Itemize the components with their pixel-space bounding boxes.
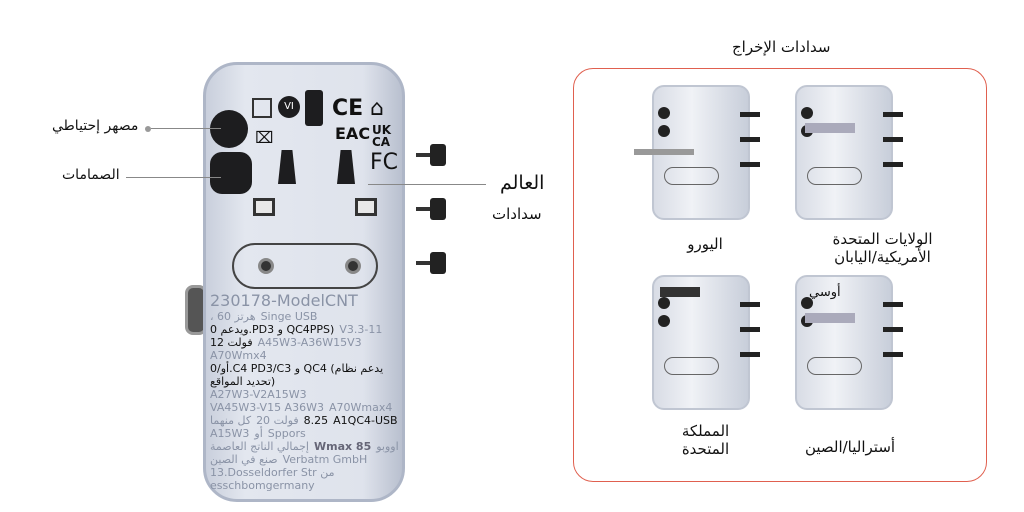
panel-title: سدادات الإخراج (732, 38, 831, 56)
socket-pin-right (345, 258, 361, 274)
slot-left (253, 198, 275, 216)
label-line: A27W3-V2A15W3 (210, 388, 307, 401)
plug-au-china-image: أوسي (795, 275, 903, 410)
fuse-holder (210, 152, 252, 194)
callout-line (368, 184, 486, 185)
label-line: كل منهما (210, 414, 252, 427)
label-line: A1QC4-USB (333, 414, 398, 427)
bin-icon: ⌧ (255, 128, 274, 147)
label-line: 230178-ModelCNT (210, 291, 358, 310)
label-line: Sppors (267, 427, 306, 440)
label-line: 20 فولت (256, 414, 299, 427)
switch (305, 90, 323, 126)
callout-backup-fuse: مصهر إحتياطي (52, 118, 139, 134)
prong-stem (416, 261, 430, 265)
socket-pin-left (258, 258, 274, 274)
label-line: إجمالي الناتج العاصمة (210, 440, 309, 453)
label-line: ، 60 هرتز (210, 310, 256, 323)
label-line: 12 فولت (210, 336, 253, 349)
label-line: Singe USB (260, 310, 318, 323)
label-line: اووبو (376, 440, 399, 453)
callout-line (126, 177, 221, 178)
plug-us-japan-image (795, 85, 903, 220)
label-line: أو (254, 427, 263, 440)
plug-uk-image (652, 275, 760, 410)
label-line: esschbomgermany (210, 479, 315, 492)
callout-fuses: الصمامات (62, 167, 120, 183)
side-prong (430, 144, 446, 166)
plug-uk-label: المملكة المتحدة (681, 422, 730, 458)
eac-mark: EAC (335, 124, 371, 143)
ce-mark: CE (332, 96, 364, 121)
label-line: A70Wmx4 (210, 349, 267, 362)
plug-us-japan-label: الولايات المتحدة الأمريكية/اليابان (832, 230, 933, 266)
home-icon: ⌂ (370, 96, 384, 121)
label-line: A45W3-A36W15V3 (257, 336, 362, 349)
label-line: Wmax 85 (313, 440, 372, 453)
callout-line (151, 128, 221, 129)
shutter-right (337, 150, 355, 184)
callout-world: العالم (500, 172, 545, 194)
label-line: صنع في الصين (210, 453, 278, 466)
fc-mark: FC (370, 150, 399, 175)
label-line: 8.25 (303, 414, 329, 427)
shutter-left (278, 150, 296, 184)
plug-euro-label: اليورو (687, 235, 723, 253)
label-line: V3.3-11 (339, 323, 383, 336)
callout-dot (145, 126, 151, 132)
side-prong (430, 198, 446, 220)
vi-mark: VI (278, 96, 300, 118)
plug-au-overlay: أوسي (809, 285, 841, 300)
ukca-mark: UK CA (372, 123, 392, 149)
label-line: ويدعم 0.PD3 و QC4PPS) (210, 323, 335, 336)
label-line: 13.Dosseldorfer Str من (210, 466, 335, 479)
output-plugs-panel (573, 68, 987, 482)
box-icon (252, 98, 272, 118)
plug-au-china-label: أستراليا/الصين (804, 438, 896, 456)
label-line: Verbatm GmbH (282, 453, 368, 466)
rating-label: 230178-ModelCNT ، 60 هرتز Singe USB ويدع… (210, 291, 400, 493)
label-line: A15W3 (210, 427, 250, 440)
label-line: أو/0.C4 PD3/C3 و QC4 (يدعم نظام تحديد ال… (210, 362, 384, 388)
slot-right (355, 198, 377, 216)
plug-euro-image (634, 85, 760, 220)
round-socket (232, 243, 378, 289)
label-line: A70Wmax4 (328, 401, 393, 414)
backup-fuse (210, 110, 248, 148)
side-prong (430, 252, 446, 274)
prong-stem (416, 153, 430, 157)
label-line: VA45W3-V15 A36W3 (210, 401, 324, 414)
prong-stem (416, 207, 430, 211)
callout-outputs: سدادات (492, 205, 542, 223)
